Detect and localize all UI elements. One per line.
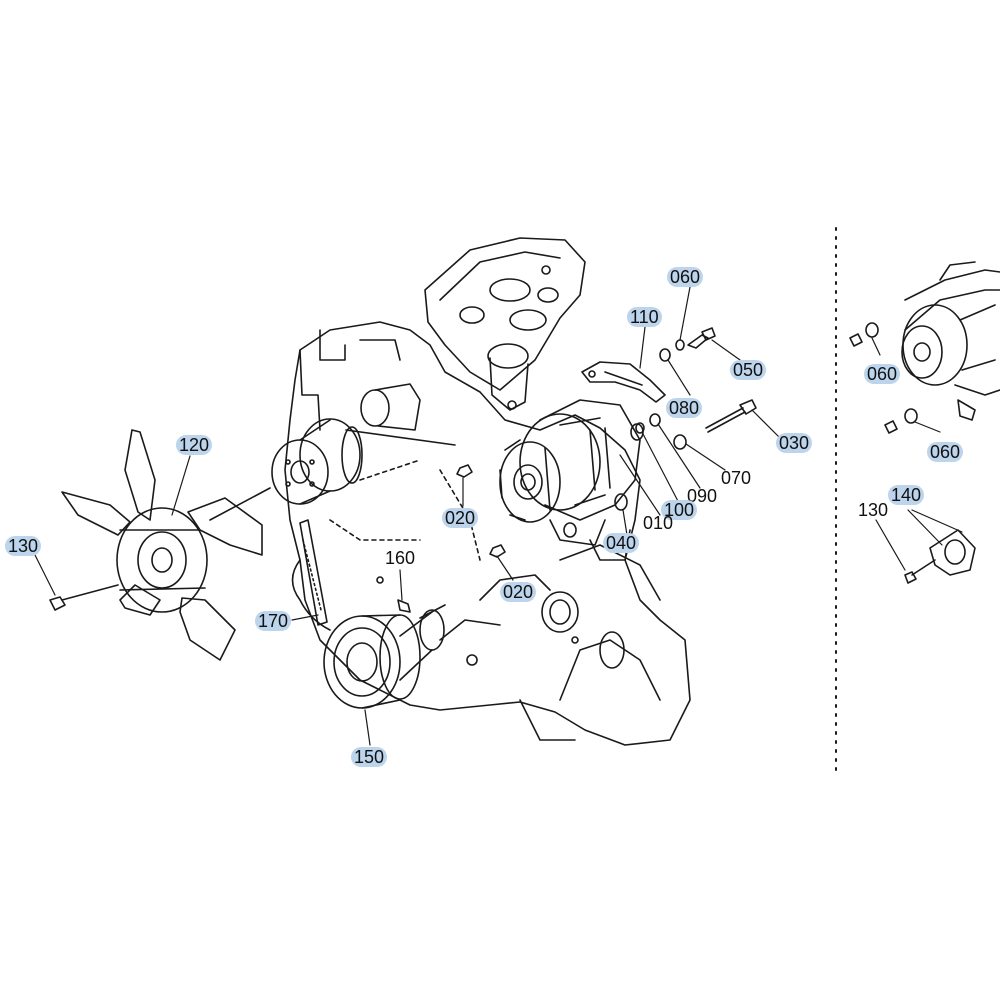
callout-100[interactable]: 100 [661, 500, 698, 520]
callout-080[interactable]: 080 [666, 398, 703, 418]
washer-060-inset-a [865, 322, 879, 338]
callout-060-inset-upper[interactable]: 060 [864, 364, 901, 384]
v-belt [299, 519, 328, 626]
cover-inset [875, 509, 976, 584]
water-pump-pulley [271, 418, 456, 505]
callout-020-lower[interactable]: 020 [500, 582, 537, 602]
callout-020-upper[interactable]: 020 [442, 508, 479, 528]
callout-050[interactable]: 050 [730, 360, 767, 380]
nut-inset-a [849, 333, 863, 347]
callout-060-inset-lower[interactable]: 060 [927, 442, 964, 462]
adjusting-bracket [581, 361, 666, 403]
callout-040[interactable]: 040 [603, 533, 640, 553]
nut-020-a [456, 464, 473, 478]
bolt-130-left [49, 584, 119, 611]
callout-150[interactable]: 150 [351, 747, 388, 767]
washer-080 [659, 348, 671, 362]
callout-170[interactable]: 170 [255, 611, 292, 631]
callout-140[interactable]: 140 [888, 485, 925, 505]
callout-130-left[interactable]: 130 [5, 536, 42, 556]
engine-block [284, 237, 691, 746]
cooling-fan [61, 429, 271, 661]
callout-070[interactable]: 070 [721, 468, 752, 488]
callout-160[interactable]: 160 [385, 548, 416, 568]
callout-060-top[interactable]: 060 [667, 267, 704, 287]
nut-090 [649, 413, 661, 427]
crankshaft-pulley [323, 604, 446, 709]
callout-130-right[interactable]: 130 [858, 500, 889, 520]
bolt-050 [687, 327, 716, 349]
woodruff-key [397, 599, 411, 613]
alternator-inset [849, 261, 1000, 434]
callout-110[interactable]: 110 [627, 307, 662, 327]
washer-060-inset-b [904, 408, 918, 424]
callout-010[interactable]: 010 [643, 513, 674, 533]
leader-lines [34, 286, 781, 746]
washer-100 [635, 422, 645, 434]
nut-inset-b [884, 420, 898, 434]
nut-020-b [489, 544, 506, 558]
bolt-030 [705, 399, 757, 433]
washer-070 [673, 434, 687, 450]
callout-030[interactable]: 030 [776, 433, 813, 453]
callout-120[interactable]: 120 [176, 435, 213, 455]
washer-060-a [675, 339, 685, 351]
callout-090[interactable]: 090 [687, 486, 718, 506]
